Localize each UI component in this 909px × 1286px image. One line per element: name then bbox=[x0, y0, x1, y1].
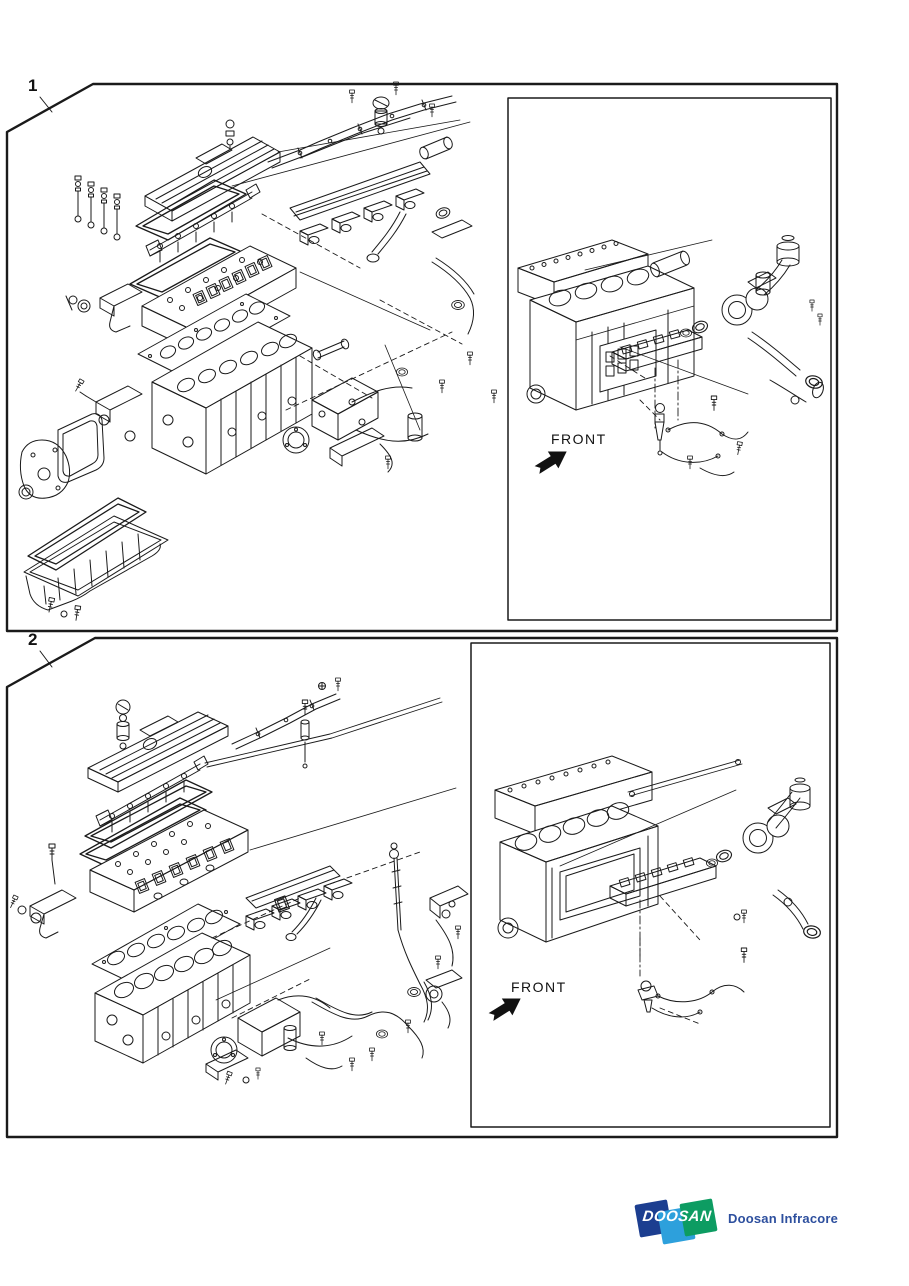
thermostat-housing bbox=[65, 283, 143, 333]
exhaust-manifold-2 bbox=[245, 865, 353, 941]
fuel-injection-pipes bbox=[231, 81, 471, 187]
turbocharger-2 bbox=[559, 759, 811, 868]
figure-2-assembled-view bbox=[485, 755, 822, 1026]
front-label-2: FRONT bbox=[511, 979, 567, 995]
fuel-lines-2 bbox=[311, 997, 424, 1062]
cylinder-head-assembled-2 bbox=[494, 755, 653, 835]
water-outlet-elbow bbox=[747, 331, 825, 405]
front-arrow-icon-2 bbox=[485, 989, 527, 1026]
figure-1-number: 1 bbox=[28, 76, 38, 95]
fuel-injection-pipes-2 bbox=[204, 677, 443, 769]
doosan-logo: DOOSAN Doosan Infracore bbox=[634, 1196, 854, 1248]
figure-1-exploded-diagram bbox=[18, 81, 497, 622]
front-label-1: FRONT bbox=[551, 431, 607, 447]
fuel-rail-2 bbox=[609, 857, 717, 957]
turbocharger bbox=[584, 235, 823, 338]
injector-and-pipes-2 bbox=[637, 937, 748, 1025]
doosan-infracore-text: Doosan Infracore bbox=[728, 1211, 839, 1226]
front-mount-bracket bbox=[73, 378, 143, 442]
water-outlet-elbow-2 bbox=[733, 889, 822, 940]
cylinder-head-2 bbox=[89, 809, 249, 913]
thermostat-housing-2 bbox=[8, 889, 77, 939]
head-cover-gasket-2 bbox=[79, 797, 207, 867]
timing-cover bbox=[18, 413, 105, 500]
valve-cover-gasket bbox=[135, 179, 247, 241]
front-arrow-icon-1 bbox=[531, 442, 573, 479]
figure-1-panel-border bbox=[5, 82, 839, 633]
figure-2-panel-border bbox=[5, 636, 839, 1139]
oil-pan-gasket bbox=[27, 497, 147, 571]
engine-block-2 bbox=[94, 932, 251, 1064]
valve-cover-2 bbox=[87, 711, 229, 793]
engine-block-assembled-2 bbox=[497, 802, 659, 943]
rocker-assembly-2 bbox=[95, 755, 209, 833]
rocker-assembly bbox=[145, 183, 261, 263]
leader-lines bbox=[261, 213, 463, 411]
engine-block-assembled bbox=[526, 265, 695, 411]
figure-1-assembled-view bbox=[517, 235, 825, 479]
oil-pan bbox=[23, 515, 169, 622]
injection-pump bbox=[282, 338, 497, 473]
head-gasket-2 bbox=[91, 903, 241, 985]
head-gasket bbox=[137, 293, 291, 377]
exhaust-manifold bbox=[289, 136, 475, 335]
dipstick-and-bracket bbox=[389, 842, 469, 1023]
figure-2-exploded-diagram bbox=[8, 677, 469, 1086]
injection-pump-2 bbox=[205, 995, 355, 1086]
injector-and-pipes bbox=[609, 355, 749, 476]
figure-2-number: 2 bbox=[28, 630, 38, 649]
water-pump-2 bbox=[425, 969, 463, 1029]
doosan-wordmark: DOOSAN bbox=[641, 1208, 713, 1225]
leader-lines-2 bbox=[211, 851, 421, 1019]
